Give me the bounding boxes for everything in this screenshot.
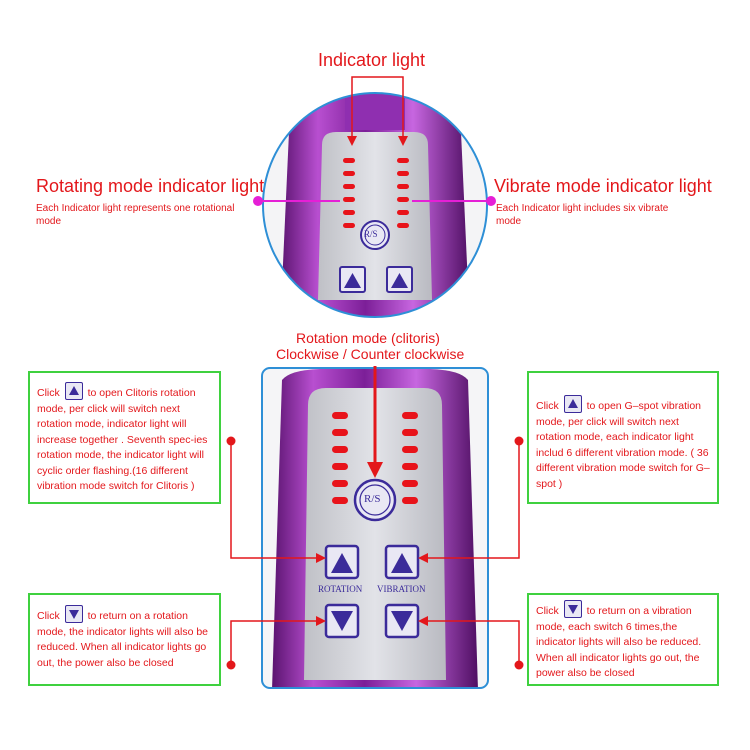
callout-text: to return on a vibration mode, each swit… bbox=[536, 605, 702, 679]
callout-rotation-down: Click to return on a rotation mode, the … bbox=[28, 593, 221, 686]
callout-click-word: Click bbox=[536, 605, 559, 617]
down-arrow-icon bbox=[64, 605, 83, 623]
callout-vibration-up: Click to open G–spot vibration mode, per… bbox=[527, 371, 719, 504]
callout-text: to open Clitoris rotation mode, per clic… bbox=[37, 387, 208, 492]
rotation-mode-title: Rotation mode (clitoris) bbox=[296, 330, 440, 346]
up-arrow-icon bbox=[563, 395, 582, 413]
rotation-direction-title: Clockwise / Counter clockwise bbox=[276, 346, 465, 362]
vibration-button-label: VIBRATION bbox=[377, 584, 426, 594]
up-arrow-icon bbox=[64, 382, 83, 400]
callout-rotation-up: Click to open Clitoris rotation mode, pe… bbox=[28, 371, 221, 504]
callout-click-word: Click bbox=[37, 610, 60, 622]
down-arrow-icon bbox=[563, 600, 582, 618]
vibrate-mode-title: Vibrate mode indicator light bbox=[494, 176, 712, 196]
callout-click-word: Click bbox=[536, 400, 559, 412]
main-rs-label: R/S bbox=[364, 493, 381, 505]
rotating-mode-note: Each Indicator light represents one rota… bbox=[36, 203, 235, 227]
callout-text: to return on a rotation mode, the indica… bbox=[37, 610, 209, 669]
top-rs-label: R/S bbox=[364, 229, 378, 239]
callout-click-word: Click bbox=[37, 387, 60, 399]
callout-text: to open G–spot vibration mode, per click… bbox=[536, 400, 710, 490]
rotating-mode-title: Rotating mode indicator light bbox=[36, 176, 265, 196]
top-device-closeup bbox=[253, 76, 496, 318]
indicator-light-title: Indicator light bbox=[318, 50, 426, 70]
vibrate-mode-note: Each Indicator light includes six vibrat… bbox=[496, 203, 669, 227]
rotation-button-label: ROTATION bbox=[318, 584, 363, 594]
callout-vibration-down: Click to return on a vibration mode, eac… bbox=[527, 593, 719, 686]
